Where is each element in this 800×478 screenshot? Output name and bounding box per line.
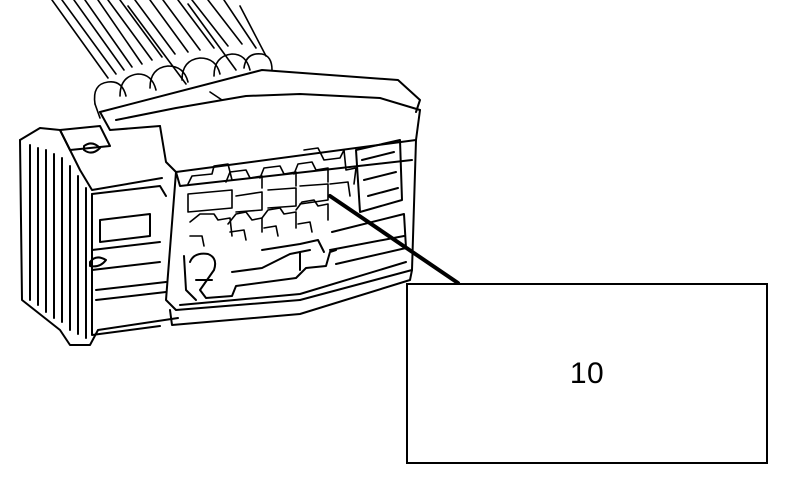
wire-bundle — [51, 0, 273, 119]
latch-frame — [19, 125, 179, 346]
callout-label: 10 — [569, 356, 605, 390]
callout-leader-line — [328, 194, 460, 285]
callout-box: 10 — [406, 283, 768, 464]
lock-tab — [183, 239, 337, 301]
terminal-cavities — [187, 147, 357, 247]
housing-body — [99, 69, 421, 326]
